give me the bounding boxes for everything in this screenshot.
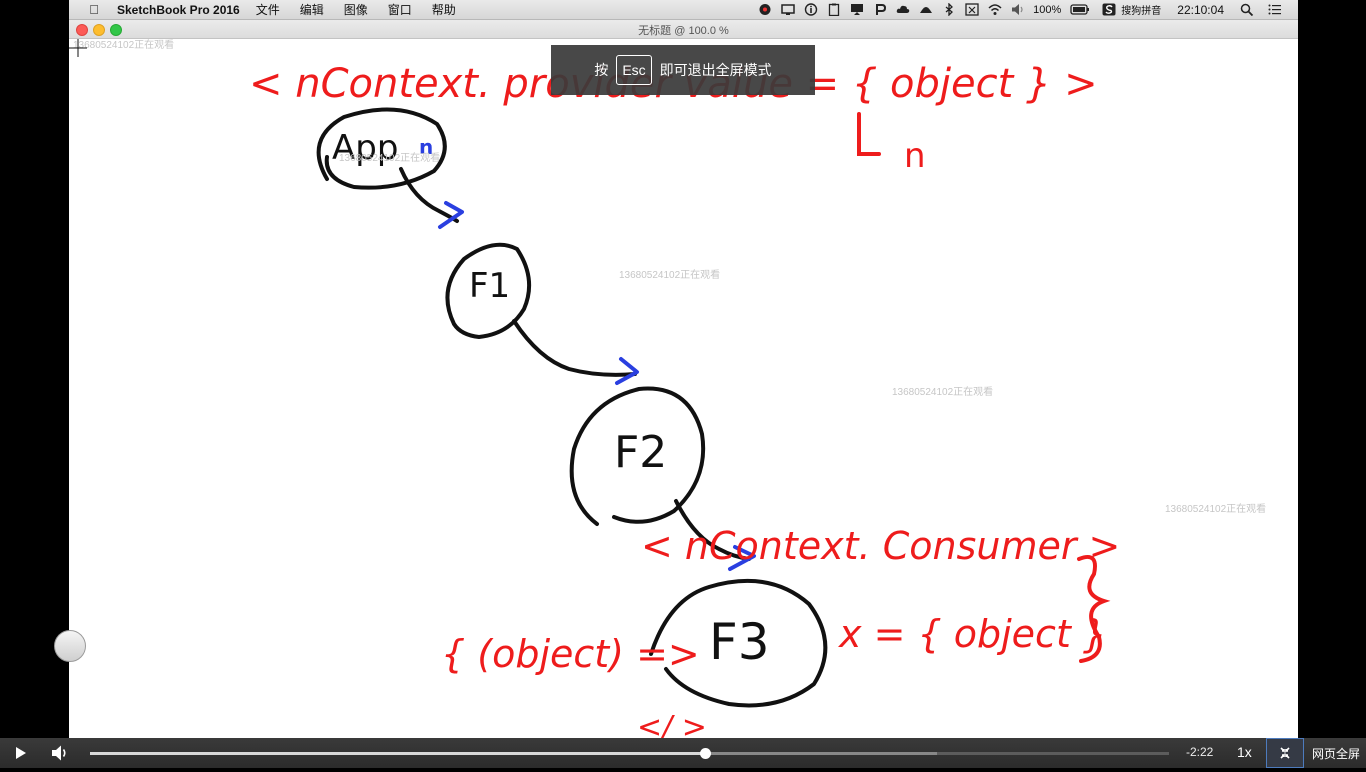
apple-icon[interactable]:  bbox=[85, 2, 103, 17]
app-node-label: App bbox=[332, 128, 398, 168]
f1-to-f2-arrow-stroke bbox=[512, 319, 637, 377]
assign-text: x = { object } bbox=[838, 612, 1107, 656]
f1-node-label: F1 bbox=[469, 266, 510, 306]
exit-fullscreen-button[interactable] bbox=[1266, 738, 1304, 768]
f2-circle-stroke bbox=[569, 386, 706, 526]
clipboard-icon[interactable] bbox=[827, 3, 841, 16]
watermark: 13680524102正在观看 bbox=[892, 387, 994, 398]
battery-icon[interactable] bbox=[1070, 3, 1090, 16]
consumer-brace-stroke bbox=[1077, 554, 1111, 663]
side-drag-handle[interactable] bbox=[54, 630, 86, 662]
render-fn-text: { (object) => bbox=[441, 632, 700, 676]
menu-window[interactable]: 窗口 bbox=[387, 3, 412, 17]
close-tag-text: </ > bbox=[637, 710, 707, 738]
provider-bracket-stroke bbox=[857, 112, 881, 156]
progress-bar[interactable] bbox=[90, 748, 1169, 759]
f2-node-label: F2 bbox=[614, 427, 667, 478]
window-titlebar: 无标题 @ 100.0 % bbox=[69, 20, 1298, 39]
input-method-label[interactable]: 搜狗拼音 bbox=[1121, 6, 1162, 17]
volume-icon[interactable] bbox=[51, 744, 69, 762]
sketchbook-screen:  SketchBook Pro 2016 文件 编辑 图像 窗口 帮助 100… bbox=[69, 0, 1298, 738]
menubar-clock[interactable]: 22:10:04 bbox=[1177, 2, 1224, 17]
drawing-canvas[interactable]: App F1 F2 F3 n < nContext. provider valu… bbox=[69, 39, 1298, 738]
play-icon[interactable] bbox=[12, 745, 28, 761]
esc-key-badge: Esc bbox=[616, 55, 652, 85]
app-to-f1-arrowhead bbox=[438, 201, 464, 229]
window-minimize-button[interactable] bbox=[93, 24, 105, 36]
web-fullscreen-button[interactable]: 网页全屏 bbox=[1312, 747, 1361, 761]
battery-percent: 100% bbox=[1033, 3, 1062, 16]
hint-suffix: 即可退出全屏模式 bbox=[659, 62, 772, 78]
app-to-f1-arrow-stroke bbox=[399, 167, 459, 223]
pin-icon[interactable] bbox=[873, 3, 887, 16]
sogou-icon[interactable] bbox=[1102, 3, 1116, 16]
fullscreen-exit-hint: 按 Esc 即可退出全屏模式 bbox=[551, 45, 815, 95]
cloud-icon[interactable] bbox=[896, 3, 910, 16]
progress-thumb[interactable] bbox=[700, 748, 712, 759]
display-icon[interactable] bbox=[850, 3, 864, 16]
menu-image[interactable]: 图像 bbox=[343, 3, 368, 17]
hint-prefix: 按 bbox=[594, 62, 609, 78]
window-close-button[interactable] bbox=[76, 24, 88, 36]
document-title: 无标题 @ 100.0 % bbox=[638, 25, 729, 37]
f1-circle-stroke bbox=[445, 242, 532, 339]
volume-icon[interactable] bbox=[1011, 3, 1025, 16]
red-ink: < nContext. provider value = { object } … bbox=[249, 61, 1120, 738]
watermark: 13680524102正在观看 bbox=[1165, 504, 1267, 515]
window-zoom-button[interactable] bbox=[110, 24, 122, 36]
time-remaining: -2:22 bbox=[1186, 745, 1214, 759]
menu-file[interactable]: 文件 bbox=[255, 3, 280, 17]
f1-to-f2-arrowhead bbox=[615, 357, 639, 385]
menu-edit[interactable]: 编辑 bbox=[299, 3, 324, 17]
menu-help[interactable]: 帮助 bbox=[431, 3, 456, 17]
bluetooth-icon[interactable] bbox=[942, 3, 956, 16]
keyboard-icon[interactable] bbox=[965, 3, 979, 16]
screen-icon[interactable] bbox=[781, 3, 795, 16]
app-name-menu[interactable]: SketchBook Pro 2016 bbox=[117, 2, 240, 17]
notification-list-icon[interactable] bbox=[1268, 3, 1282, 16]
black-ink-text: App F1 F2 F3 bbox=[332, 128, 770, 671]
playback-speed-button[interactable]: 1x bbox=[1237, 744, 1252, 760]
f3-circle-stroke bbox=[649, 578, 828, 708]
progress-played bbox=[90, 752, 706, 755]
app-prop-label: n bbox=[419, 135, 433, 159]
info-icon[interactable] bbox=[804, 3, 818, 16]
f3-node-label: F3 bbox=[709, 613, 770, 671]
f2-to-f3-arrow-stroke bbox=[674, 499, 751, 561]
watermark: 13680524102正在观看 bbox=[73, 40, 175, 51]
search-icon[interactable] bbox=[1240, 3, 1254, 16]
exit-fullscreen-icon bbox=[1280, 747, 1290, 759]
watermark: 13680524102正在观看 bbox=[339, 153, 441, 164]
crosshair-cursor-icon bbox=[69, 39, 87, 57]
sketch-ink: App F1 F2 F3 n < nContext. provider valu… bbox=[249, 61, 1120, 738]
f2-to-f3-arrowhead bbox=[728, 545, 756, 571]
video-control-bar: -2:22 1x 网页全屏 bbox=[0, 738, 1366, 768]
record-icon[interactable] bbox=[758, 3, 772, 16]
provider-hint-label: n bbox=[904, 136, 926, 176]
blue-ink bbox=[438, 201, 756, 571]
mac-menubar:  SketchBook Pro 2016 文件 编辑 图像 窗口 帮助 100… bbox=[69, 0, 1298, 20]
status-tray: 100% 搜狗拼音 22:10:04 bbox=[749, 0, 1298, 19]
consumer-tag-text: < nContext. Consumer > bbox=[641, 524, 1120, 568]
app-circle-stroke bbox=[316, 107, 447, 190]
hat-icon[interactable] bbox=[919, 3, 933, 16]
wifi-icon[interactable] bbox=[988, 3, 1002, 16]
watermark: 13680524102正在观看 bbox=[619, 270, 721, 281]
